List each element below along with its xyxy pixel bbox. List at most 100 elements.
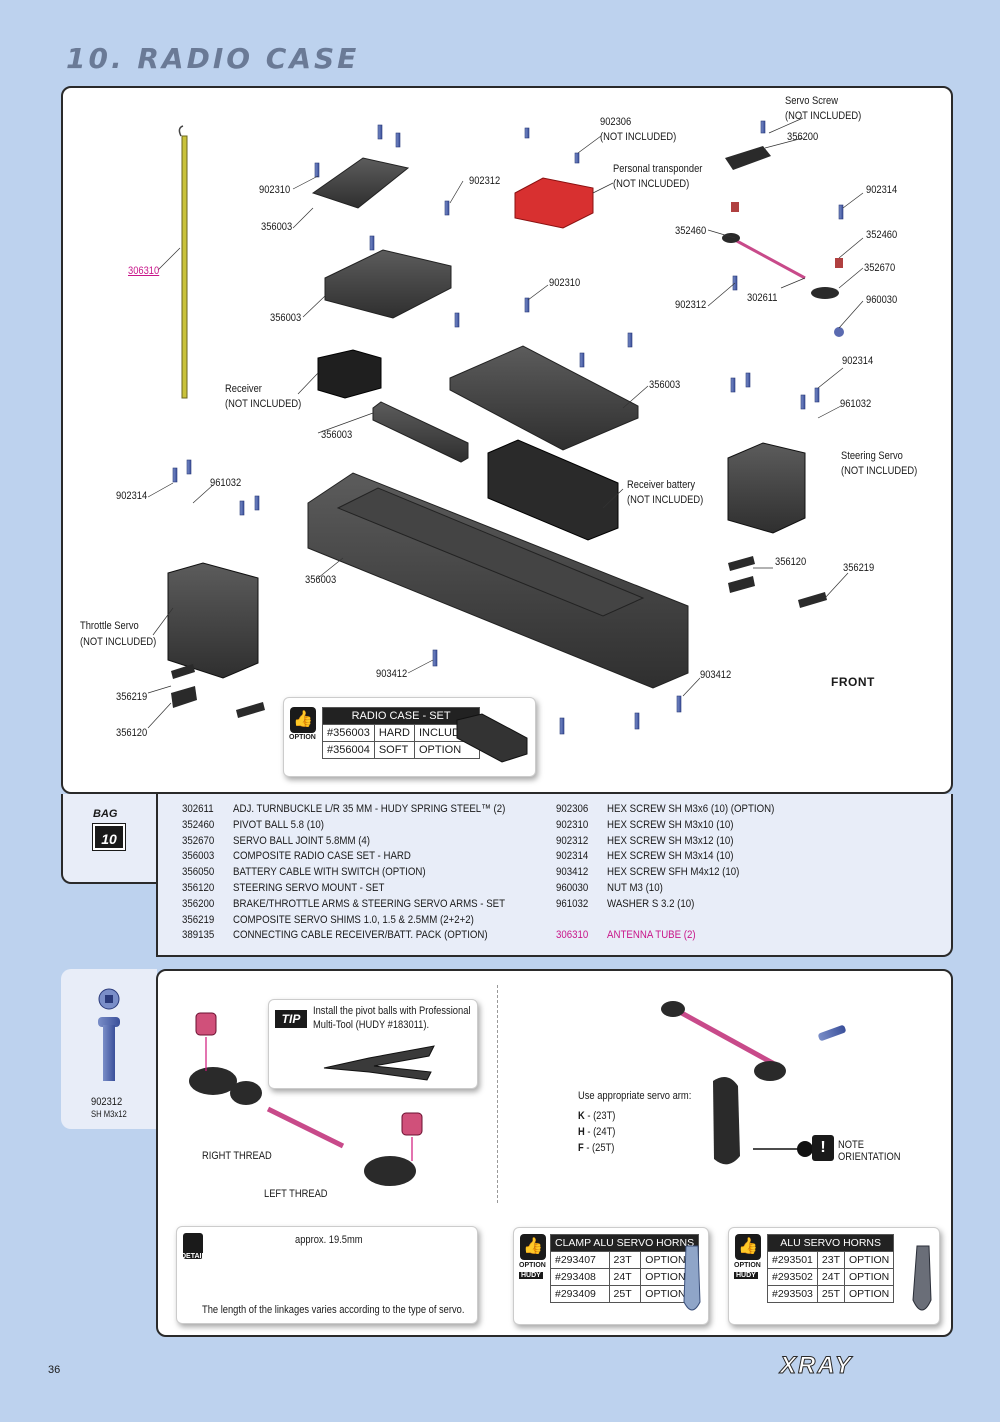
multi-tool-illustration: [323, 1045, 435, 1081]
part-code: 356120: [182, 882, 215, 894]
label-302611: 302611: [747, 292, 778, 304]
part-code: 389135: [182, 929, 215, 942]
label-960030: 960030: [866, 294, 898, 306]
receiver-battery-pack: [487, 439, 619, 541]
label-receiver-battery: Receiver battery: [627, 479, 696, 491]
label-961032-right: 961032: [840, 398, 872, 410]
antenna-tube-illustration: [178, 125, 188, 399]
brand-logo: XRAY: [780, 1352, 853, 1380]
note-label: NOTE: [838, 1139, 864, 1151]
exploded-diagram-drawing: [147, 117, 864, 735]
screw-spec: SH M3x12: [91, 1109, 127, 1119]
label-not-included-servo-screw: (NOT INCLUDED): [785, 110, 862, 122]
label-902310-mid: 902310: [549, 277, 581, 289]
orientation-label: ORIENTATION: [838, 1151, 901, 1163]
detail-magnifier-icon: [183, 1233, 203, 1259]
arm-f-row: F - (25T): [578, 1142, 615, 1154]
thumbs-up-icon: 👍: [290, 707, 316, 733]
label-356003-cover: 356003: [649, 379, 681, 391]
left-thread-label: LEFT THREAD: [264, 1188, 328, 1200]
throttle-servo-illustration: [167, 562, 259, 679]
approx-length-label: approx. 19.5mm: [295, 1234, 363, 1246]
part-code: 902306: [556, 803, 589, 815]
part-code: 960030: [556, 882, 589, 894]
label-receiver: Receiver: [225, 383, 262, 395]
label-not-included-902306: (NOT INCLUDED): [600, 131, 677, 143]
label-902312-right: 902312: [675, 299, 707, 311]
option-label: OPTION: [734, 1262, 761, 1269]
label-902306: 902306: [600, 116, 632, 128]
radio-case-lid-small: [311, 157, 410, 209]
alu-servo-horn-illustration: [912, 1245, 932, 1311]
radio-case-tray: [307, 472, 689, 689]
label-902312-top: 902312: [469, 175, 501, 187]
arm-h-row: H - (24T): [578, 1126, 616, 1138]
part-code: 902312: [556, 834, 589, 847]
personal-transponder-box: [514, 177, 594, 229]
part-description: HEX SCREW SH M3x12 (10): [607, 834, 734, 847]
screw-code: 902312: [91, 1096, 123, 1108]
clamp-alu-servo-horns-box: 👍 OPTION HUDY CLAMP ALU SERVO HORNS #293…: [513, 1227, 709, 1325]
radio-case-set-table: RADIO CASE - SET #356003 HARD INCLUDED #…: [321, 707, 481, 759]
radio-case-set-illustration: [456, 713, 528, 763]
tip-text-line-2: Multi-Tool (HUDY #183011).: [313, 1019, 430, 1031]
label-356120-right: 356120: [775, 556, 807, 568]
part-description: HEX SCREW SH M3x10 (10): [607, 818, 734, 831]
label-902310-top: 902310: [259, 184, 291, 196]
table-row: #356004 SOFT OPTION: [322, 741, 481, 759]
part-code: 352460: [182, 818, 215, 831]
label-352670: 352670: [864, 262, 896, 274]
part-code: 902310: [556, 818, 589, 831]
radio-case-bar: [372, 401, 469, 463]
label-902314-right: 902314: [842, 355, 874, 367]
label-356003-receiver-lid: 356003: [270, 312, 302, 324]
bag-indicator: BAG 10: [61, 794, 157, 884]
part-code: 356003: [182, 850, 215, 863]
label-356003-bar: 356003: [321, 429, 353, 441]
part-description: COMPOSITE RADIO CASE SET - HARD: [233, 850, 411, 863]
label-306310-antenna: 306310: [128, 265, 160, 277]
label-961032-left: 961032: [210, 477, 242, 489]
parts-row: 902306 HEX SCREW SH M3x6 (10) (OPTION): [556, 802, 774, 818]
exploded-diagram-panel: Servo Screw (NOT INCLUDED) 356200 902306…: [61, 86, 953, 794]
radio-case-cover-large: [449, 345, 639, 451]
label-not-included-throttle-servo: (NOT INCLUDED): [80, 636, 157, 648]
detail-label: DETAIL: [181, 1253, 206, 1260]
assembly-detail-panel: TIP Install the pivot balls with Profess…: [156, 969, 953, 1337]
label-356219-right: 356219: [843, 562, 875, 574]
bag-label: BAG: [93, 808, 118, 820]
hudy-logo: HUDY: [519, 1272, 543, 1279]
part-code: 903412: [556, 866, 589, 879]
screw-callout: 902312 SH M3x12: [61, 969, 157, 1129]
label-356003-tray: 356003: [305, 574, 337, 586]
part-description: HEX SCREW SH M3x14 (10): [607, 850, 734, 863]
clamp-servo-horn-illustration: [683, 1245, 701, 1311]
label-not-included-transponder: (NOT INCLUDED): [613, 178, 690, 190]
label-throttle-servo: Throttle Servo: [80, 620, 139, 632]
page-number: 36: [48, 1364, 61, 1376]
label-902314-top: 902314: [866, 184, 898, 196]
exclamation-icon: !: [812, 1135, 834, 1161]
radio-case-set-header: RADIO CASE - SET: [321, 707, 481, 725]
right-thread-label: RIGHT THREAD: [202, 1150, 272, 1162]
part-description: HEX SCREW SH M3x6 (10) (OPTION): [607, 803, 775, 815]
linkage-length-note: The length of the linkages varies accord…: [202, 1304, 465, 1316]
part-code: 352670: [182, 834, 215, 847]
linkage-detail-box: DETAIL approx. 19.5mm The length of the …: [176, 1226, 478, 1324]
leader-lines: [147, 117, 864, 729]
label-not-included-battery: (NOT INCLUDED): [627, 494, 704, 506]
receiver-box: [317, 349, 382, 399]
part-code: 961032: [556, 897, 589, 910]
option-label: OPTION: [289, 734, 316, 741]
